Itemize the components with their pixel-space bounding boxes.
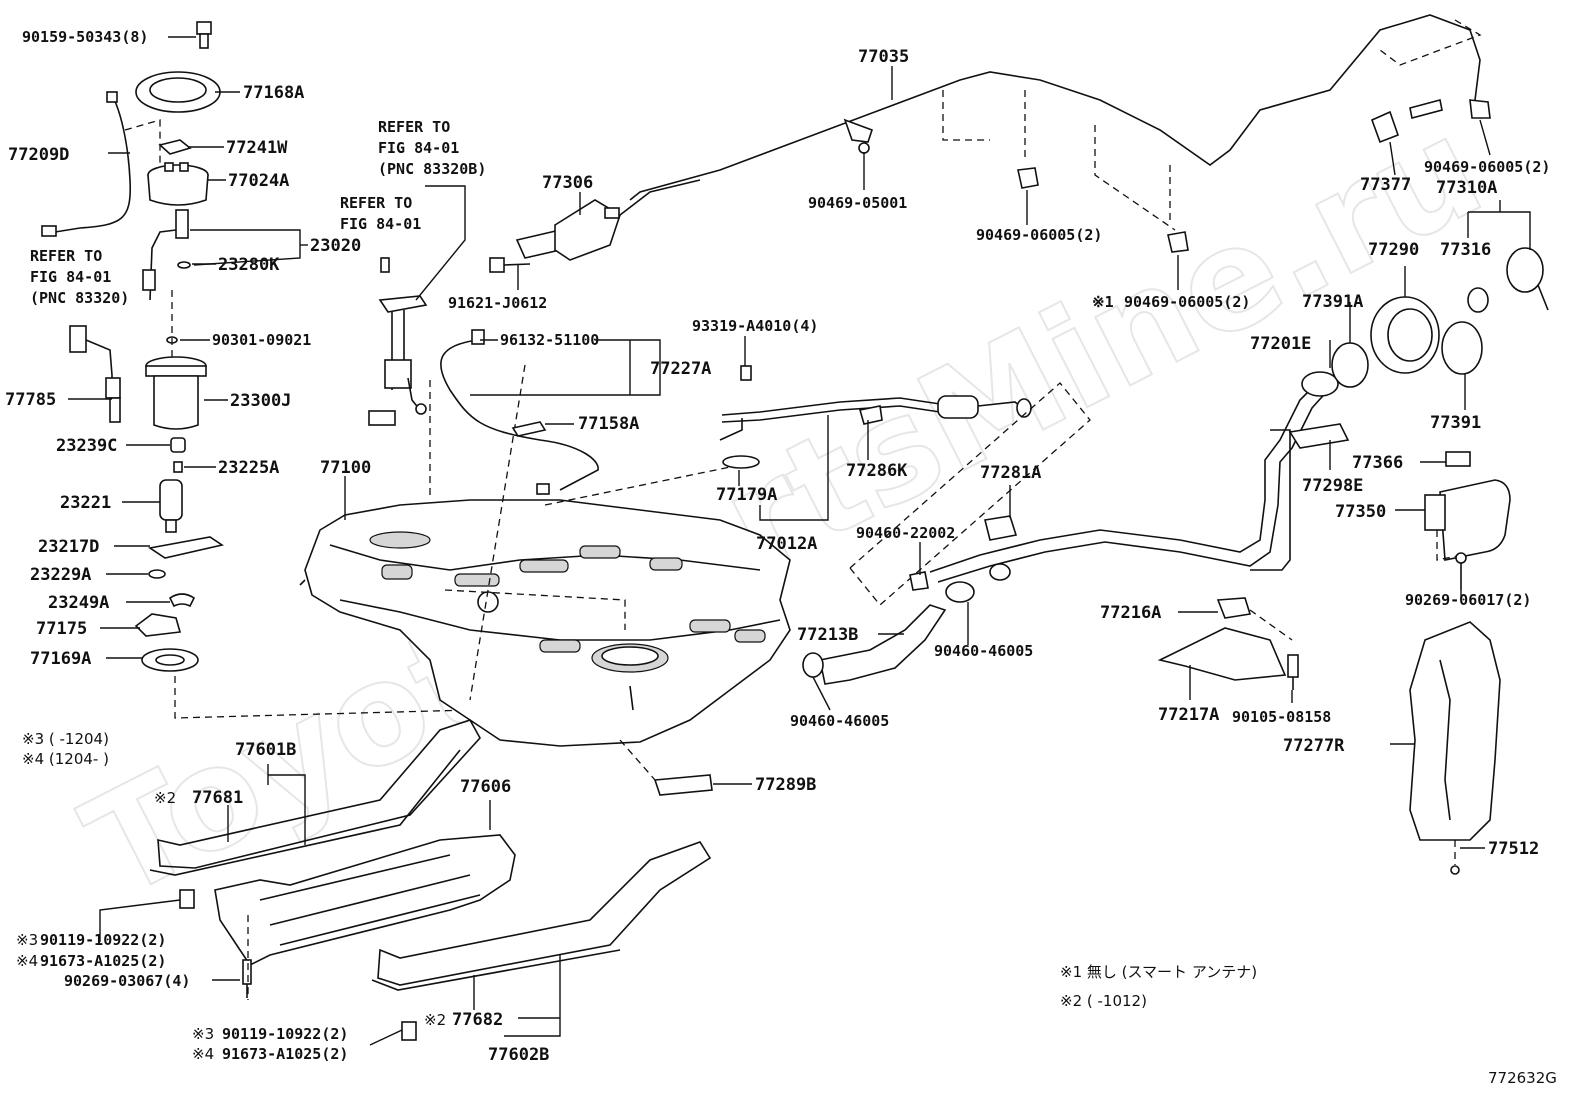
label-23280K: 23280K [218,255,280,275]
label-77024A: 77024A [228,171,289,191]
label-90301-09021: 90301-09021 [212,331,311,349]
label-23229A: 23229A [30,565,91,585]
label-77175: 77175 [36,619,87,639]
label-90460-46005-right: 90460-46005 [934,642,1033,660]
label-90269-03067: 90269-03067(4) [64,972,190,990]
refer-a-line1: REFER TO [378,118,450,136]
diagram-id: 772632G [1488,1069,1557,1087]
label-77100: 77100 [320,458,371,478]
label-90105-08158: 90105-08158 [1232,708,1331,726]
label-96132-51100: 96132-51100 [500,331,599,349]
label-90469-06005-mid: 90469-06005(2) [976,226,1102,244]
label-77306: 77306 [542,173,593,193]
label-90469-06005-lower: 90469-06005(2) [1124,293,1250,311]
refer-c-line1: REFER TO [30,247,102,265]
label-77227A: 77227A [650,359,711,379]
mark-2-strap: ※2 [154,789,176,807]
mark-4-upper: ※4 [16,952,38,970]
label-90469-06005-right: 90469-06005(2) [1424,158,1550,176]
label-90460-22002: 90460-22002 [856,524,955,542]
label-90460-46005-left: 90460-46005 [790,712,889,730]
label-77391A: 77391A [1302,292,1363,312]
label-77286K: 77286K [846,461,908,481]
label-77350: 77350 [1335,502,1386,522]
evap-hoses-group [440,179,1091,606]
protector-group [1157,597,1501,875]
refer-c-line3: (PNC 83320) [30,289,129,307]
mark-3-upper: ※3 [16,931,38,949]
refer-a-line3: (PNC 83320B) [378,160,486,178]
label-77602B: 77602B [488,1045,549,1065]
leader-lines [68,36,1531,1046]
label-77606: 77606 [460,777,511,797]
label-23300J: 23300J [230,391,291,411]
label-77512: 77512 [1488,839,1539,859]
refer-b-line1: REFER TO [340,194,412,212]
fuel-sender-group [368,257,428,426]
label-77217A: 77217A [1158,705,1219,725]
label-77241W: 77241W [226,138,288,158]
legend-note-2: ※2 ( -1012) [1060,992,1147,1010]
label-77169A: 77169A [30,649,91,669]
label-93319-A4010: 93319-A4010(4) [692,317,818,335]
label-77213B: 77213B [797,625,858,645]
mark-3-lower: ※3 [192,1025,214,1043]
label-77681: 77681 [192,788,243,808]
label-77289B: 77289B [755,775,816,795]
label-77377: 77377 [1360,175,1411,195]
range-note-3: ※3 ( -1204) [22,730,109,748]
label-23249A: 23249A [48,593,109,613]
part-labels: 90159-50343(8) 77168A 77209D 77241W 7702… [5,28,1557,1087]
label-77158A: 77158A [578,414,639,434]
label-77201E: 77201E [1250,334,1311,354]
label-77216A: 77216A [1100,603,1161,623]
label-23239C: 23239C [56,436,117,456]
label-77277R: 77277R [1283,736,1345,756]
mark-4-lower: ※4 [192,1045,214,1063]
label-90119-10922-lower: 90119-10922(2) [222,1025,348,1043]
filler-neck-group [802,247,1549,685]
label-77012A: 77012A [756,534,817,554]
fuel-pump-assembly-group [41,21,471,719]
label-77391: 77391 [1430,413,1481,433]
label-91673-A1025-upper: 91673-A1025(2) [40,952,166,970]
label-91673-A1025-lower: 91673-A1025(2) [222,1045,348,1063]
label-77785: 77785 [5,390,56,410]
label-77290: 77290 [1368,240,1419,260]
label-77209D: 77209D [8,145,69,165]
label-90469-05001: 90469-05001 [808,194,907,212]
range-note-4: ※4 (1204- ) [22,750,109,768]
label-77281A: 77281A [980,463,1041,483]
label-77601B: 77601B [235,740,296,760]
straps-group [149,719,713,1041]
refer-c-line2: FIG 84-01 [30,268,111,286]
label-77168A: 77168A [243,83,304,103]
label-91621-J0612: 91621-J0612 [448,294,547,312]
label-23217D: 23217D [38,537,99,557]
label-77316: 77316 [1440,240,1491,260]
label-77366: 77366 [1352,453,1403,473]
label-77035: 77035 [858,47,909,67]
fuel-tube-77035 [629,14,1491,253]
label-23225A: 23225A [218,458,279,478]
label-77310A: 77310A [1436,178,1497,198]
refer-b-line2: FIG 84-01 [340,215,421,233]
label-90119-10922-upper: 90119-10922(2) [40,931,166,949]
label-77179A: 77179A [716,485,777,505]
label-23020: 23020 [310,236,361,256]
label-90159-50343: 90159-50343(8) [22,28,148,46]
label-77298E: 77298E [1302,476,1363,496]
legend-note-1: ※1 無し (スマート アンテナ) [1060,963,1257,981]
label-77682: 77682 [452,1010,503,1030]
fuel-tank [299,364,791,747]
mark-1: ※1 [1092,293,1114,311]
label-90269-06017: 90269-06017(2) [1405,591,1531,609]
mark-2-strap-lower: ※2 [424,1011,446,1029]
label-23221: 23221 [60,493,111,513]
refer-a-line2: FIG 84-01 [378,139,459,157]
